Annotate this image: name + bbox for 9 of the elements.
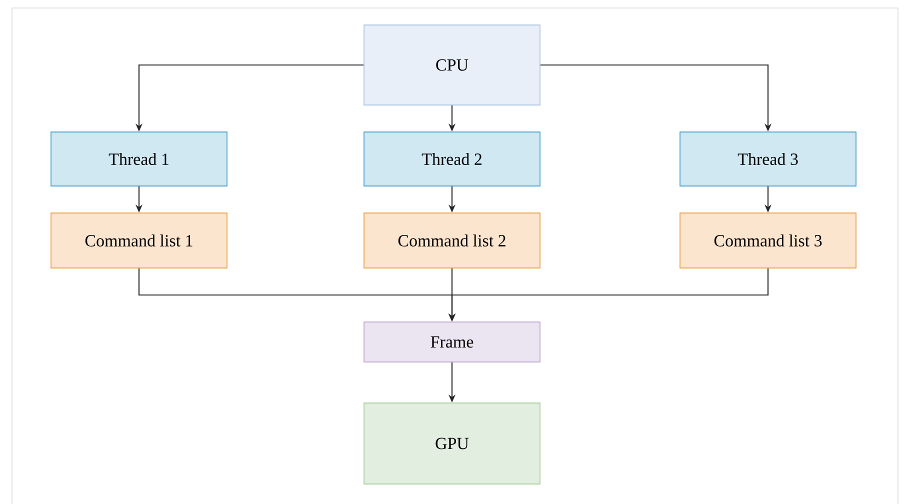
process-box: Thread 2: [364, 132, 540, 186]
process-box: CPU: [364, 24, 540, 106]
process-box: Frame: [364, 322, 540, 362]
process-box: Command list 2: [364, 212, 540, 268]
process-box: Thread 1: [50, 132, 228, 186]
process-box: GPU: [364, 402, 540, 484]
process-box: Command list 1: [50, 212, 228, 268]
process-box: Command list 3: [680, 212, 856, 268]
process-box: Thread 3: [680, 132, 856, 186]
